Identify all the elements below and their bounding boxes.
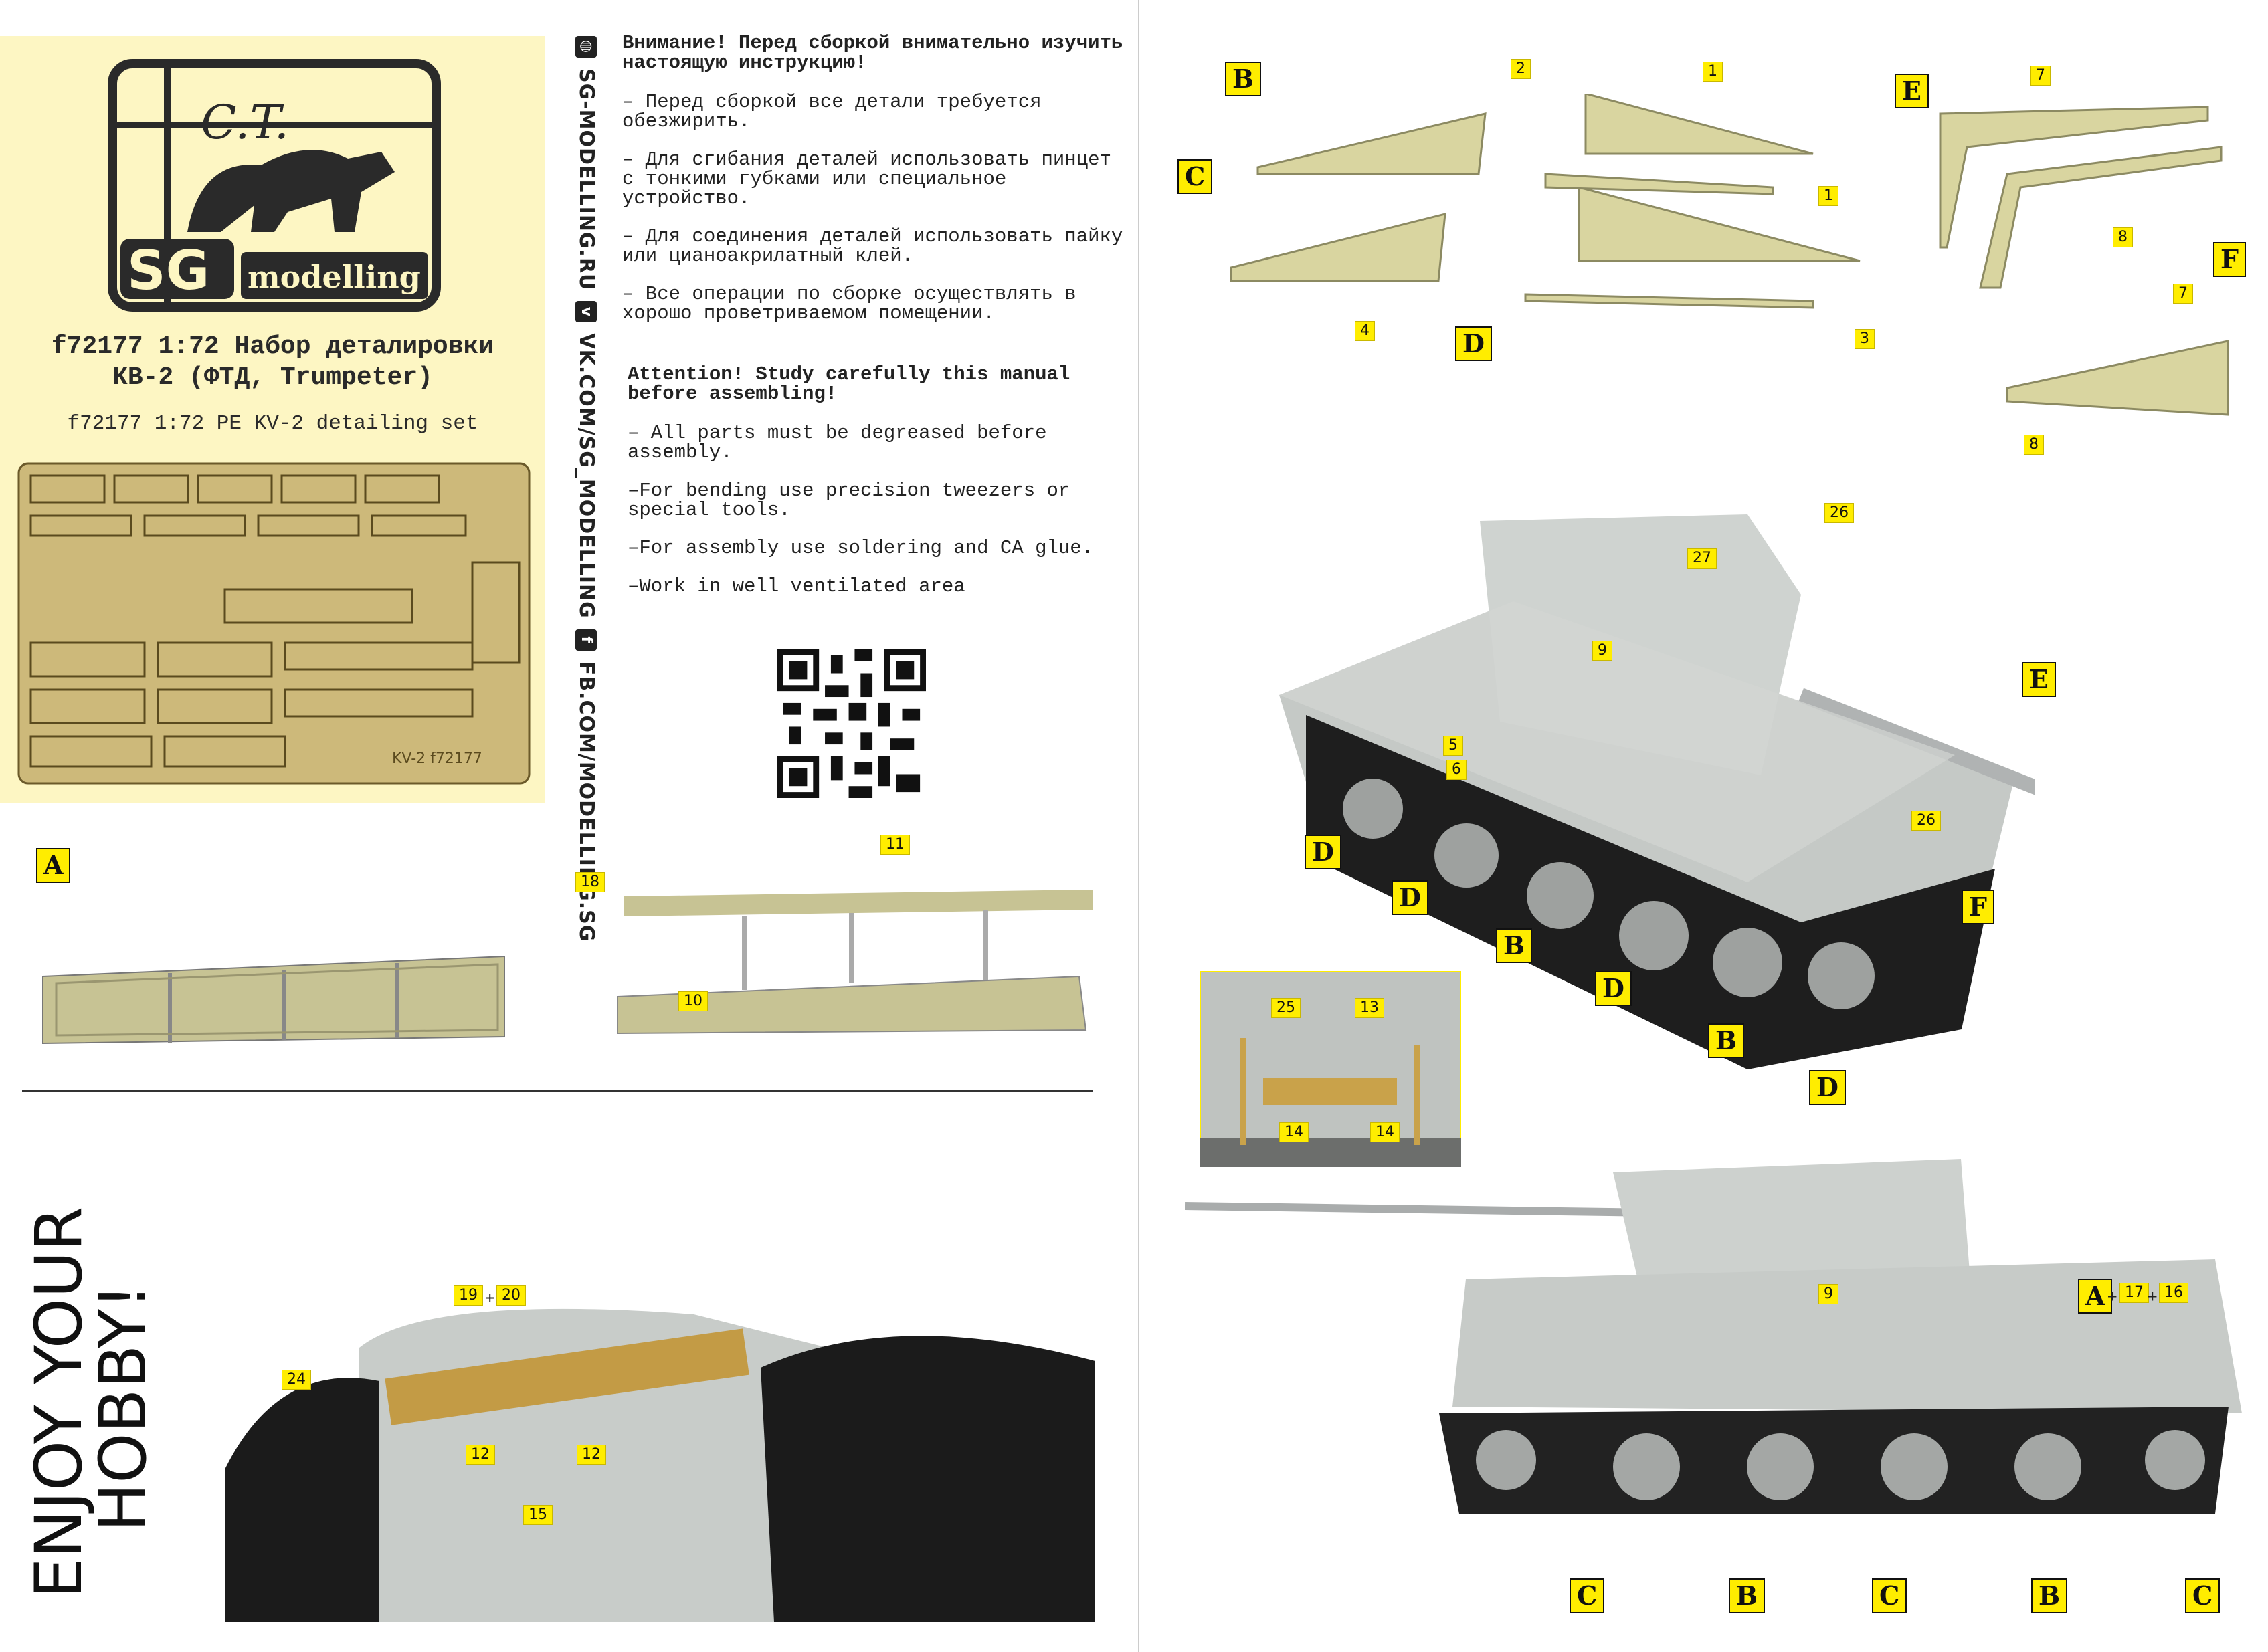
part-label: 11	[880, 835, 910, 855]
part-label: A	[36, 848, 71, 883]
svg-text:modelling: modelling	[248, 259, 421, 295]
part-label: 4	[1355, 321, 1375, 341]
part-label: 14	[1370, 1122, 1400, 1142]
ru-item: – Для сгибания деталей использовать пинц…	[622, 148, 1111, 209]
part-label: 6	[1446, 760, 1467, 780]
parts-diagrams	[1230, 94, 2229, 416]
vk-link[interactable]: VK.COM/SG_MODELLING	[575, 333, 598, 619]
tank-rear-closeup-photo	[225, 1214, 1095, 1622]
part-label: C	[1570, 1578, 1605, 1613]
part-label: 16	[2159, 1283, 2188, 1303]
slogan-line-2: HOBBY!	[86, 1283, 161, 1532]
ru-item: – Для соединения деталей использовать па…	[622, 225, 1123, 267]
part-label: 26	[1824, 503, 1854, 523]
part-label: F	[1962, 890, 1994, 924]
part-label: 13	[1355, 998, 1384, 1018]
part-label: E	[2022, 662, 2056, 697]
instructions: Внимание! Перед сборкой внимательно изуч…	[622, 33, 1131, 615]
fb-link[interactable]: FB.COM/MODELLING.SG	[575, 661, 598, 942]
section-divider	[22, 1090, 1093, 1092]
part-label: D	[1809, 1070, 1846, 1105]
part-label: 20	[496, 1285, 526, 1306]
part-label: C	[1872, 1578, 1907, 1613]
part-label: B	[1496, 928, 1533, 963]
part-label: D	[1392, 880, 1428, 915]
svg-text:SG: SG	[127, 239, 209, 302]
qr-code[interactable]	[777, 649, 926, 798]
enjoy-your-hobby-slogan: ENJOY YOUR HOBBY!	[21, 1206, 161, 1598]
part-label: C	[2185, 1578, 2220, 1613]
part-label: C	[1177, 159, 1213, 194]
part-label: 1	[1703, 62, 1723, 82]
part-label: 3	[1855, 329, 1875, 349]
en-heading: Attention! Study carefully this manual b…	[628, 363, 1070, 405]
part-label: B	[1729, 1578, 1766, 1613]
en-item: – All parts must be degreased before ass…	[628, 422, 1047, 463]
part-label: 9	[1818, 1284, 1838, 1304]
part-label: 24	[282, 1370, 311, 1390]
en-item: –Work in well ventilated area	[628, 575, 965, 597]
part-label: D	[1455, 326, 1492, 361]
plus-sign: +	[2148, 1287, 2158, 1306]
part-label: B	[2031, 1578, 2068, 1613]
part-label: D	[1305, 835, 1341, 869]
plus-sign: +	[485, 1288, 495, 1307]
part-label: 1	[1818, 186, 1838, 206]
tank-photo-top	[1279, 514, 2035, 1069]
part-label: 12	[466, 1445, 495, 1465]
part-label: 19	[454, 1285, 483, 1306]
part-label: 10	[678, 991, 708, 1011]
title-line-2: КВ-2 (ФТД, Trumpeter)	[112, 363, 433, 392]
en-item: –For assembly use soldering and CA glue.	[628, 537, 1094, 559]
site-link[interactable]: SG-MODELLING.RU	[575, 68, 598, 291]
plus-sign: +	[2107, 1287, 2117, 1306]
slogan-line-1: ENJOY YOUR	[21, 1206, 96, 1598]
part-label: 8	[2024, 435, 2044, 455]
part-label: 8	[2113, 227, 2133, 247]
contact-links-column: ◍ SG-MODELLING.RU v VK.COM/SG_MODELLING …	[567, 36, 599, 942]
vk-icon: v	[575, 301, 597, 323]
part-label: 7	[2173, 284, 2193, 304]
part-label: 25	[1271, 998, 1301, 1018]
part-label: 27	[1687, 548, 1717, 569]
part-label: D	[1595, 971, 1632, 1006]
ru-heading: Внимание! Перед сборкой внимательно изуч…	[622, 32, 1123, 74]
tank-photo-side	[1185, 1159, 2242, 1514]
part-label: 15	[523, 1505, 553, 1525]
detail-inset-photo	[1200, 971, 1461, 1167]
part-label: A	[2078, 1279, 2113, 1314]
part-label: B	[1225, 62, 1262, 96]
ru-item: – Перед сборкой все детали требуется обе…	[622, 91, 1042, 132]
product-subtitle-en: f72177 1:72 PE KV-2 detailing set	[67, 412, 478, 435]
page-divider	[1138, 0, 1139, 1652]
part-label: 5	[1443, 736, 1463, 756]
photo-etch-fret-image: KV-2 f72177	[17, 462, 531, 785]
part-label: B	[1708, 1023, 1745, 1058]
ru-item: – Все операции по сборке осуществлять в …	[622, 283, 1076, 324]
title-line-1: f72177 1:72 Набор деталировки	[51, 332, 494, 361]
part-label: 12	[577, 1445, 606, 1465]
part-label: 17	[2119, 1283, 2149, 1303]
part-label: 14	[1279, 1122, 1309, 1142]
svg-text:C.T.: C.T.	[201, 95, 289, 150]
part-label: 9	[1592, 641, 1612, 661]
sg-modelling-logo: C.T. SG modelling	[108, 59, 441, 312]
facebook-icon: f	[575, 629, 597, 651]
part-a-diagram	[42, 955, 505, 1045]
part-label: 7	[2030, 66, 2051, 86]
part-label: 2	[1511, 59, 1531, 79]
svg-text:KV-2 f72177: KV-2 f72177	[392, 750, 482, 767]
part-label: E	[1895, 74, 1929, 108]
globe-icon: ◍	[575, 36, 597, 58]
part-label: 18	[575, 872, 605, 892]
parts-10-11-18-diagram	[617, 890, 1093, 1035]
en-item: –For bending use precision tweezers or s…	[628, 480, 1070, 521]
part-label: 26	[1911, 811, 1941, 831]
part-label: F	[2213, 242, 2246, 277]
product-title-ru: f72177 1:72 Набор деталировки КВ-2 (ФТД,…	[0, 332, 545, 393]
